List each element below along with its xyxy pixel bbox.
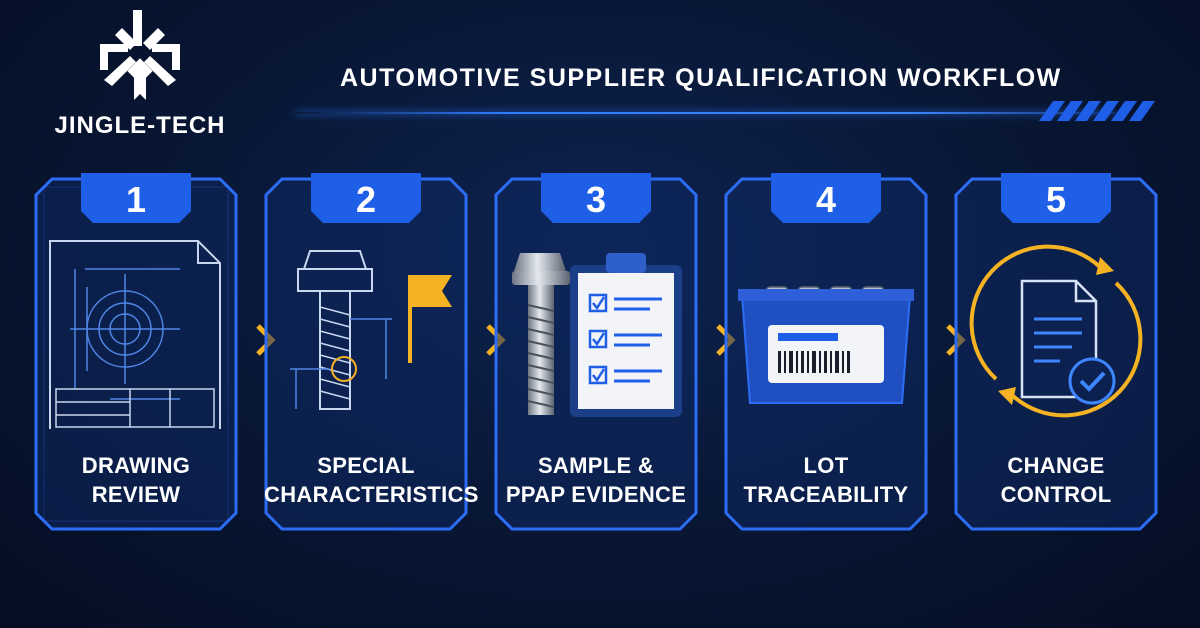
decorative-slashes (1038, 101, 1176, 125)
step-number: 1 (125, 179, 147, 220)
brand-name: JINGLE-TECH (54, 112, 226, 139)
brand-logo: JINGLE-TECH (30, 6, 250, 146)
step-badge: 1 (81, 173, 191, 223)
step-card-1: 1 DRAWING REVIEW (30, 173, 242, 535)
step-label-line2: CONTROL (1000, 482, 1112, 507)
page-title: AUTOMOTIVE SUPPLIER QUALIFICATION WORKFL… (340, 64, 1062, 92)
title-underline (295, 112, 1115, 114)
step-label-line1: SPECIAL (317, 453, 415, 478)
step-number: 3 (585, 179, 607, 220)
step-label: CHANGE CONTROL (954, 451, 1158, 509)
document-cycle-check-icon (950, 239, 1162, 429)
step-label-line2: PPAP EVIDENCE (505, 482, 687, 507)
step-label: SAMPLE & PPAP EVIDENCE (494, 451, 698, 509)
step-card-4: 4 LOT TRACEABILITY (720, 173, 932, 535)
step-label-line2: CHARACTERISTICS (264, 482, 479, 507)
snowflake-arrows-logo-icon (100, 10, 180, 100)
step-label: LOT TRACEABILITY (724, 451, 928, 509)
step-number: 4 (815, 179, 837, 220)
card-frame (264, 177, 468, 531)
card-frame (34, 177, 238, 531)
step-label-line2: REVIEW (91, 482, 181, 507)
step-badge: 5 (1001, 173, 1111, 223)
step-card-5: 5 CHANGE CONTROL (950, 173, 1162, 535)
step-label: SPECIAL CHARACTERISTICS (264, 451, 479, 509)
technical-drawing-icon (30, 239, 242, 432)
step-label-line1: SAMPLE & (537, 453, 655, 478)
step-label: DRAWING REVIEW (34, 451, 238, 509)
parts-bin-with-barcode-icon (720, 239, 932, 429)
step-number: 5 (1045, 179, 1067, 220)
flanged-bolt-with-flag-icon (260, 239, 472, 429)
step-badge: 3 (541, 173, 651, 223)
step-badge: 4 (771, 173, 881, 223)
bolt-and-checklist-icon (490, 239, 702, 429)
step-badge: 2 (311, 173, 421, 223)
step-number: 2 (355, 179, 377, 220)
step-card-2: 2 SPECIAL CHARACTERISTICS (260, 173, 479, 535)
step-label-line1: CHANGE (1007, 453, 1105, 478)
step-label-line1: DRAWING (81, 453, 191, 478)
step-label-line2: TRACEABILITY (743, 482, 909, 507)
step-card-3: 3 (490, 173, 702, 535)
step-label-line1: LOT (803, 453, 849, 478)
